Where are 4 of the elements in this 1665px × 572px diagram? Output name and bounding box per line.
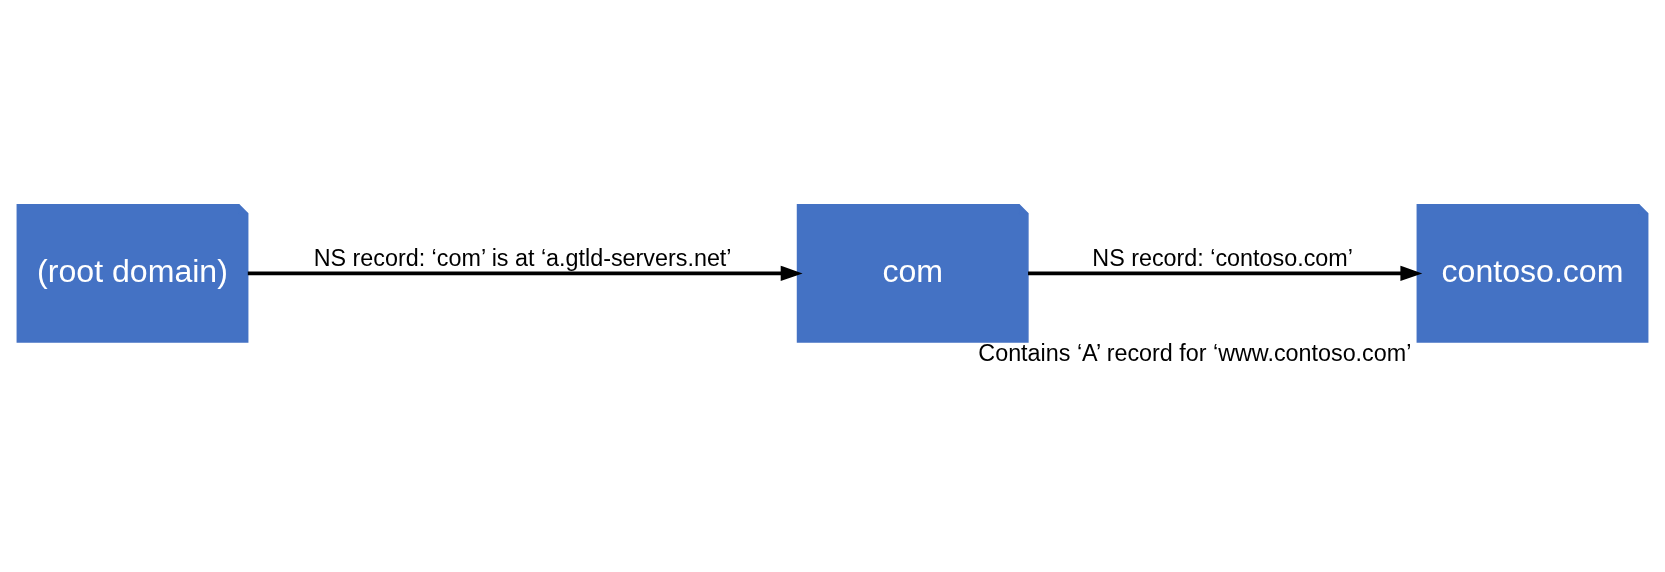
arrow	[247, 265, 803, 281]
edge-label: NS record: ‘com’ is at ‘a.gtld-servers.net’	[313, 244, 732, 271]
arrow	[1028, 265, 1423, 281]
edge-label: NS record: ‘contoso.com’	[1092, 244, 1353, 271]
